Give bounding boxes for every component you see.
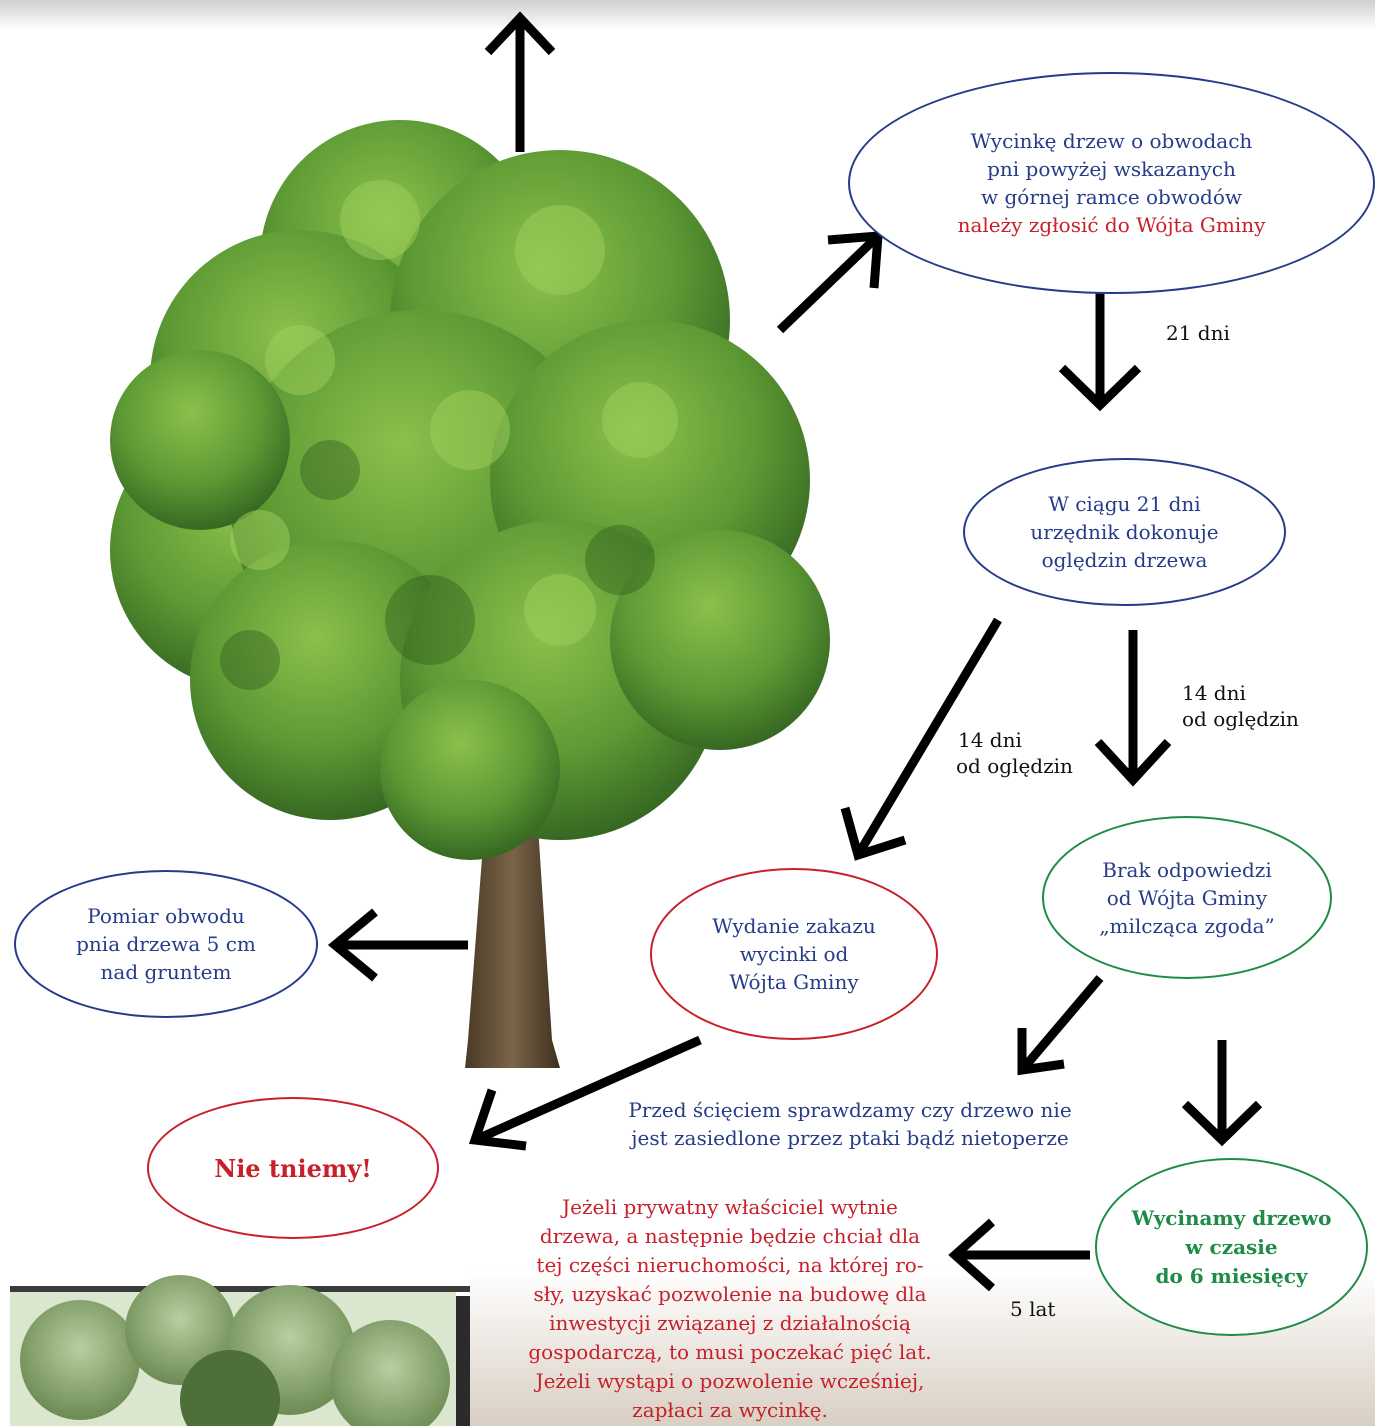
ban-node: Wydanie zakazu wycinki od Wójta Gminy xyxy=(650,868,938,1040)
owner-note-line-1: Jeżeli prywatny właściciel wytnie xyxy=(562,1195,898,1219)
owner-note: Jeżeli prywatny właściciel wytnie drzewa… xyxy=(480,1193,980,1425)
owner-note-line-6: gospodarczą, to musi poczekać pięć lat. xyxy=(528,1340,932,1364)
inspection-line-2: urzędnik dokonuje xyxy=(1030,520,1219,544)
owner-note-line-5: inwestycji związanej z działalnością xyxy=(549,1311,911,1335)
arrow-inspection-to-silence xyxy=(1094,630,1172,787)
silence-node: Brak odpowiedzi od Wójta Gminy „milcząca… xyxy=(1042,816,1332,979)
ban-line-1: Wydanie zakazu xyxy=(712,914,876,938)
birds-note-line-1: Przed ścięciem sprawdzamy czy drzewo nie xyxy=(628,1098,1072,1122)
inspection-node: W ciągu 21 dni urzędnik dokonuje oględzi… xyxy=(963,458,1286,606)
arrow-report-to-inspection xyxy=(1058,272,1142,412)
silence-line-2: od Wójta Gminy xyxy=(1106,885,1268,910)
arrow-silence-to-cut xyxy=(1181,1040,1263,1147)
label-14-days-right: 14 dni od oględzin xyxy=(1182,680,1299,732)
arrow-silence-to-check xyxy=(1017,975,1104,1076)
inspection-line-1: W ciągu 21 dni xyxy=(1048,492,1201,516)
owner-note-line-8: zapłaci za wycinkę. xyxy=(632,1398,828,1422)
owner-note-line-2: drzewa, a następnie będzie chciał dla xyxy=(539,1224,921,1248)
cut-line-3: do 6 miesięcy xyxy=(1155,1263,1308,1288)
arrow-to-report xyxy=(776,231,883,334)
report-highlight: należy zgłosić do Wójta Gminy xyxy=(957,213,1266,237)
cut-line-2: w czasie xyxy=(1185,1234,1278,1259)
report-line-2: pni powyżej wskazanych xyxy=(987,157,1236,181)
birds-note-line-2: jest zasiedlone przez ptaki bądź nietope… xyxy=(631,1126,1069,1150)
label-14-days-right-line-2: od oględzin xyxy=(1182,707,1299,731)
label-5-years: 5 lat xyxy=(1010,1297,1056,1321)
tree-illustration xyxy=(110,120,830,1068)
silence-line-3: „milcząca zgoda” xyxy=(1099,913,1275,938)
arrow-up xyxy=(484,11,556,152)
arrow-ban-to-notcut xyxy=(468,1035,702,1151)
label-14-days-left-line-2: od oględzin xyxy=(956,754,1073,778)
ban-line-3: Wójta Gminy xyxy=(729,970,859,994)
label-21-days: 21 dni xyxy=(1166,321,1230,345)
measure-line-1: Pomiar obwodu xyxy=(87,904,245,928)
arrow-tree-to-measure xyxy=(327,908,468,982)
owner-note-line-7: Jeżeli wystąpi o pozwolenie wcześniej, xyxy=(535,1369,925,1393)
label-14-days-right-line-1: 14 dni xyxy=(1182,681,1246,705)
no-cut-text: Nie tniemy! xyxy=(214,1153,372,1183)
shrub-photo xyxy=(10,1275,470,1426)
cut-line-1: Wycinamy drzewo xyxy=(1131,1205,1332,1230)
arrow-cut-to-note xyxy=(948,1218,1090,1292)
measure-node: Pomiar obwodu pnia drzewa 5 cm nad grunt… xyxy=(14,870,318,1018)
ban-line-2: wycinki od xyxy=(739,942,849,966)
arrow-inspection-to-ban xyxy=(840,617,1002,861)
label-14-days-left: 14 dni od oględzin xyxy=(956,727,1073,779)
top-shade xyxy=(0,0,1375,30)
owner-note-line-4: sły, uzyskać pozwolenie na budowę dla xyxy=(533,1282,927,1306)
inspection-line-3: oględzin drzewa xyxy=(1041,548,1208,572)
report-node: Wycinkę drzew o obwodach pni powyżej wsk… xyxy=(848,72,1375,294)
measure-line-2: pnia drzewa 5 cm xyxy=(76,932,256,956)
cut-node: Wycinamy drzewo w czasie do 6 miesięcy xyxy=(1095,1158,1368,1336)
report-line-1: Wycinkę drzew o obwodach xyxy=(970,129,1253,153)
birds-note: Przed ścięciem sprawdzamy czy drzewo nie… xyxy=(590,1096,1110,1152)
no-cut-node: Nie tniemy! xyxy=(147,1097,439,1239)
report-line-3: w górnej ramce obwodów xyxy=(981,185,1242,209)
measure-line-3: nad gruntem xyxy=(100,960,232,984)
owner-note-line-3: tej części nieruchomości, na której ro- xyxy=(536,1253,924,1277)
label-14-days-left-line-1: 14 dni xyxy=(958,728,1022,752)
silence-line-1: Brak odpowiedzi xyxy=(1102,857,1272,882)
